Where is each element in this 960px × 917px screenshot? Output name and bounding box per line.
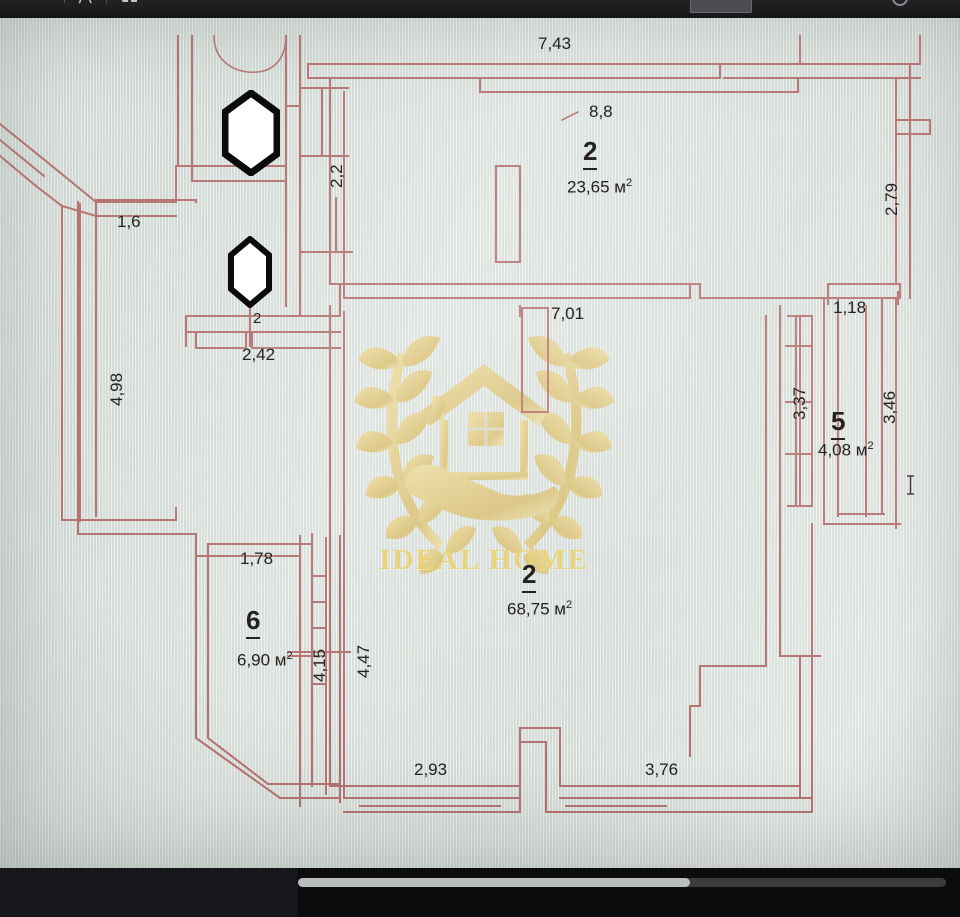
dimension-right-niche-width: 1,18 bbox=[833, 298, 867, 317]
room-area-2-central: 68,75 м2 bbox=[507, 599, 573, 619]
room-number-2-central: 2 bbox=[522, 559, 537, 593]
highlight-icon[interactable]: ▮▮ bbox=[121, 0, 139, 4]
dimension-room6-height: 4,15 bbox=[310, 648, 329, 682]
dimension-top-main: 7,43 bbox=[538, 34, 572, 53]
dimension-right-inner-height: 3,37 bbox=[790, 386, 809, 420]
chevron-down-icon[interactable]: ▾ bbox=[18, 0, 26, 4]
room-number-6: 6 bbox=[246, 605, 261, 639]
text-cursor-icon bbox=[907, 475, 914, 495]
dimension-right-niche-height: 3,46 bbox=[880, 390, 899, 424]
room-area-2-top: 23,65 м2 bbox=[567, 177, 633, 197]
floor-plan-canvas[interactable]: IDEAL HOME bbox=[0, 16, 960, 868]
floor-plan-drawing bbox=[0, 35, 931, 813]
watermark-emblem-icon bbox=[354, 336, 614, 574]
room-area-5: 4,08 м2 bbox=[818, 440, 874, 460]
dimension-bottom-right: 3,76 bbox=[645, 760, 679, 779]
dimension-top-room-width: 8,8 bbox=[589, 102, 613, 121]
dimension-bottom-left: 2,93 bbox=[414, 760, 448, 779]
dimension-room6-outer-height: 4,47 bbox=[354, 644, 373, 678]
toolbar-divider bbox=[63, 0, 65, 3]
room-area-6: 6,90 м2 bbox=[237, 650, 293, 670]
toolbar-page-field[interactable] bbox=[690, 0, 752, 13]
marker-label-2: 2 bbox=[253, 310, 262, 327]
bottom-bar-shade bbox=[0, 868, 298, 917]
hexagon-marker-icon[interactable] bbox=[222, 90, 280, 176]
room-number-5: 5 bbox=[831, 406, 846, 440]
dimension-balcony-width: 2,42 bbox=[242, 345, 276, 364]
toolbar-divider bbox=[105, 0, 107, 3]
dimension-right-upper-height: 2,79 bbox=[882, 182, 901, 216]
app-toolbar: ▾ ⍓ ⋀ ▮▮ bbox=[0, 0, 960, 18]
watermark-brand-text: IDEAL HOME bbox=[379, 544, 589, 576]
app-bottom-bar bbox=[0, 868, 960, 917]
dimension-central-width: 7,01 bbox=[551, 304, 585, 323]
horizontal-scrollbar-thumb[interactable] bbox=[298, 878, 690, 887]
dimension-left-upper-width: 1,6 bbox=[117, 212, 141, 231]
dimension-balcony-height: 2,2 bbox=[327, 164, 346, 188]
hexagon-marker-icon[interactable] bbox=[228, 236, 272, 308]
dimension-left-height: 4,98 bbox=[107, 372, 126, 406]
spinner-icon bbox=[892, 0, 908, 6]
signature-icon[interactable]: ⋀ bbox=[79, 0, 92, 4]
toolbar-icon-group: ▾ ⍓ ⋀ ▮▮ bbox=[18, 0, 138, 4]
horizontal-scrollbar-track[interactable] bbox=[298, 878, 946, 887]
dimension-room6-width: 1,78 bbox=[240, 549, 274, 568]
stamp-icon[interactable]: ⍓ bbox=[40, 0, 50, 4]
room-number-2-top: 2 bbox=[583, 136, 598, 170]
